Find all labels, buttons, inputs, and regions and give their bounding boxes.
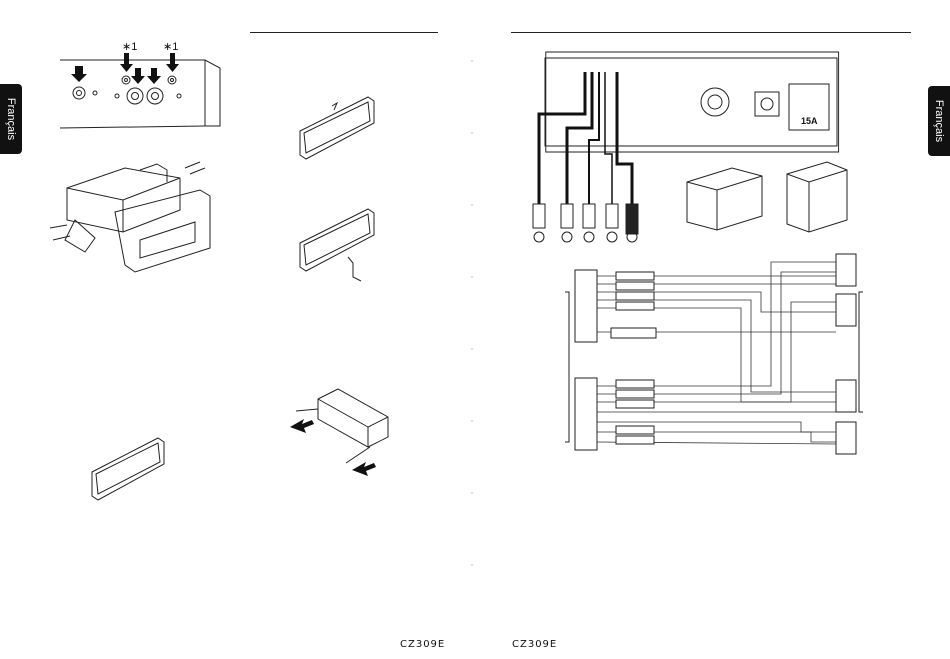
rca-star-right: ∗1 [163,41,178,53]
unit-rear-view-figure: 15A [527,44,847,244]
model-number-left: CZ309E [400,639,445,650]
arrow-down-icon [71,66,87,82]
removal-keys-figure [288,385,398,480]
language-tab-label: Français [933,100,945,142]
language-tab-left[interactable]: Français [0,84,22,154]
fuse-label: 15A [801,116,818,126]
page-edge-ticks [470,0,474,659]
arrow-down-icon [120,53,133,72]
section-rule-left [250,32,438,33]
faceplate-tool-figure [296,205,386,285]
rear-panel-figure: ∗1 ∗1 [55,38,225,133]
arrow-down-icon [166,53,179,72]
arrow-down-icon [131,68,145,84]
wiring-harness-diagram [561,252,861,456]
faceplate-figure-top [296,93,378,165]
section-rule-right [511,32,911,33]
arrow-left-icon [290,419,314,433]
rca-star-left: ∗1 [122,41,137,53]
left-page: Français ∗1 ∗1 [0,0,475,659]
right-page: Français 15A [475,0,950,659]
arrow-down-icon [147,68,161,84]
language-tab-label: Français [5,98,17,140]
faceplate-figure-bottom [88,434,168,506]
language-tab-right[interactable]: Français [928,86,950,156]
sleeve-mounting-figure [45,160,225,275]
arrow-left-icon [352,462,376,476]
model-number-right: CZ309E [512,639,557,650]
